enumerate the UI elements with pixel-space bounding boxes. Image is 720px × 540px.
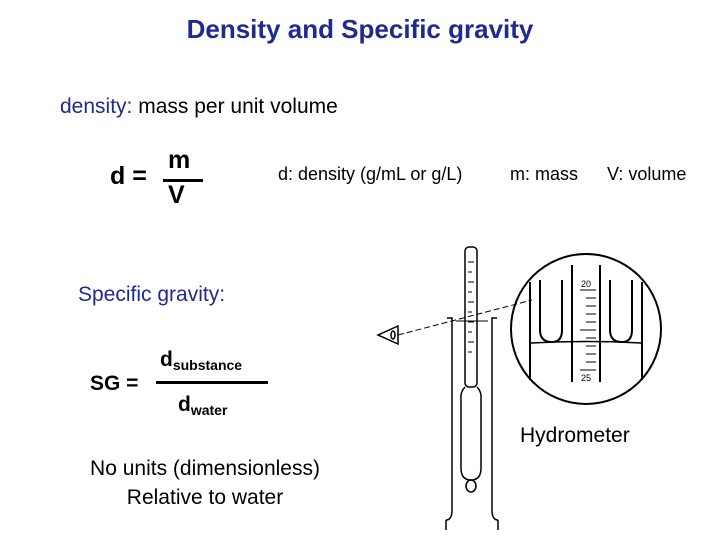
hydrometer-float xyxy=(460,246,482,493)
density-definition-text: mass per unit volume xyxy=(132,95,338,118)
sg-numerator-subscript: substance xyxy=(172,357,243,373)
scale-label-bottom: 25 xyxy=(581,373,591,383)
sg-numerator-symbol: d xyxy=(160,348,173,371)
hydrometer-ticks xyxy=(468,261,474,353)
formula-d-symbol: d xyxy=(110,162,126,190)
scale-label-top: 20 xyxy=(581,279,591,289)
figure-caption: Hydrometer xyxy=(520,424,630,447)
sg-denominator-subscript: water xyxy=(190,402,228,418)
graduated-cylinder xyxy=(445,317,499,530)
formula-equals: = xyxy=(132,162,147,190)
density-formula-lhs: d = xyxy=(110,162,147,191)
page-title: Density and Specific gravity xyxy=(186,14,534,44)
legend-density: d: density (g/mL or g/L) xyxy=(278,164,463,184)
sight-line xyxy=(397,299,533,336)
hydrometer-figure: 20 25 xyxy=(376,246,662,530)
magnified-view: 20 25 xyxy=(510,253,662,405)
sg-fraction-bar xyxy=(156,381,268,384)
note-relative: Relative to water xyxy=(126,486,284,509)
sg-lhs: SG = xyxy=(90,372,139,395)
density-keyword: density: xyxy=(60,95,133,118)
formula-denominator: V xyxy=(168,181,185,209)
legend-volume: V: volume xyxy=(607,164,687,184)
sg-denominator-symbol: d xyxy=(178,393,191,416)
legend-mass: m: mass xyxy=(510,164,579,184)
formula-fraction-bar xyxy=(163,179,203,182)
eye-icon xyxy=(376,324,399,346)
formula-numerator: m xyxy=(168,146,191,174)
specific-gravity-label: Specific gravity: xyxy=(78,283,226,306)
note-dimensionless: No units (dimensionless) xyxy=(90,457,320,480)
sg-numerator: dsubstance xyxy=(160,348,242,373)
density-definition: density: mass per unit volume xyxy=(60,95,338,119)
sg-denominator: dwater xyxy=(178,393,227,418)
